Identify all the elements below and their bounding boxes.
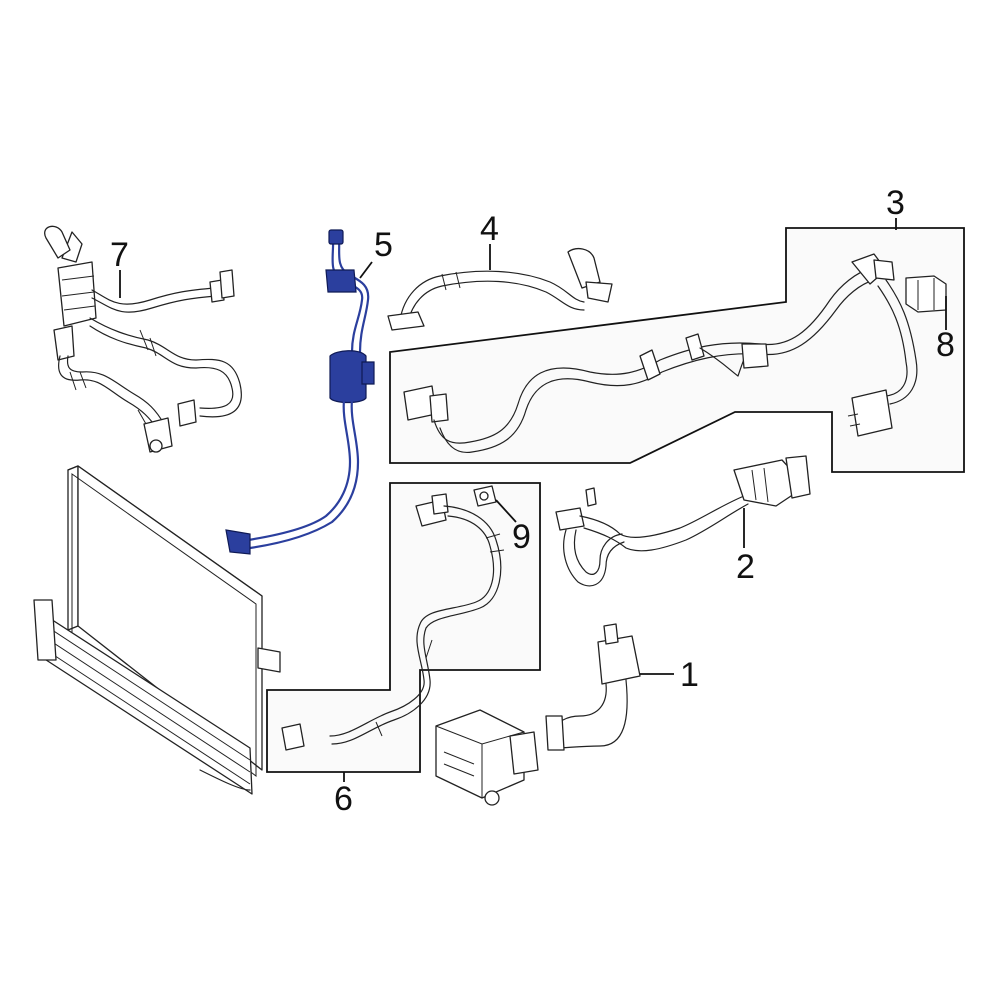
part-7-hose-assembly[interactable] bbox=[44, 225, 242, 453]
callout-5: 5 bbox=[374, 226, 393, 264]
part-9-fitting[interactable] bbox=[473, 485, 497, 507]
group-box-6 bbox=[266, 482, 541, 773]
part-1-valve[interactable] bbox=[545, 623, 641, 751]
callout-4: 4 bbox=[480, 210, 499, 248]
callout-6: 6 bbox=[334, 780, 353, 818]
part-4-hose[interactable] bbox=[387, 247, 613, 331]
callout-leaders bbox=[119, 218, 947, 782]
callout-2: 2 bbox=[736, 548, 755, 586]
module-block bbox=[435, 709, 539, 806]
callout-3: 3 bbox=[886, 184, 905, 222]
group-box-3 bbox=[389, 227, 965, 473]
part-8-connector[interactable] bbox=[905, 275, 947, 313]
part-3-hose-assembly[interactable] bbox=[403, 253, 918, 454]
callout-1: 1 bbox=[680, 656, 699, 694]
callout-8: 8 bbox=[936, 326, 955, 364]
callout-7: 7 bbox=[110, 236, 129, 274]
condenser bbox=[33, 465, 281, 795]
part-2-hose[interactable] bbox=[555, 455, 811, 587]
part-6-hose[interactable] bbox=[281, 493, 505, 751]
part-5-hose-highlighted[interactable] bbox=[225, 229, 375, 555]
callout-9: 9 bbox=[512, 518, 531, 556]
